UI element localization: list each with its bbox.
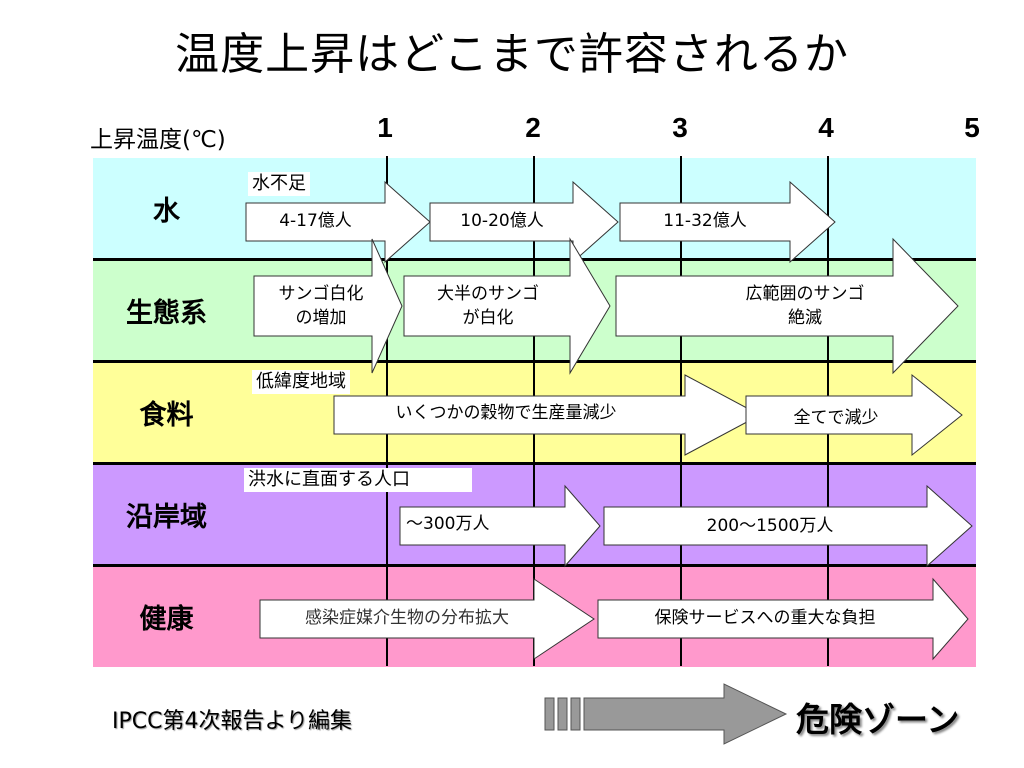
health-arrow-2	[597, 577, 969, 661]
ecosystem-arrow-1	[253, 238, 403, 374]
food-arrow-1	[333, 374, 762, 456]
ecosystem-arrow-1-text: サンゴ白化 の増加	[278, 284, 364, 328]
tick-label-2: 2	[525, 112, 541, 143]
row-label-food: 食料	[93, 362, 240, 463]
water-sublabel: 水不足	[248, 172, 310, 196]
coastal-arrow-1-text: ～300万人	[406, 514, 490, 534]
health-arrow-1	[259, 578, 595, 660]
grid-line-row-2	[93, 360, 976, 363]
food-arrow-1-text: いくつかの穀物で生産量減少	[395, 403, 617, 423]
coastal-arrow-2-text: 200～1500万人	[706, 516, 834, 536]
temperature-axis-label: 上昇温度(℃)	[90, 127, 226, 153]
tick-label-3: 3	[672, 112, 688, 143]
food-arrow-2-text: 全てで減少	[793, 408, 879, 428]
danger-arrow-stub-1	[544, 697, 555, 731]
water-arrow-1	[245, 180, 431, 264]
water-arrow-1-text: 4-17億人	[279, 211, 352, 231]
row-label-water: 水	[93, 158, 240, 259]
source-note: IPCC第4次報告より編集	[112, 709, 353, 734]
danger-arrow-stub-3	[570, 697, 581, 731]
food-sublabel: 低緯度地域	[252, 370, 350, 394]
ecosystem-arrow-2	[403, 237, 611, 375]
row-label-ecosystem: 生態系	[93, 260, 240, 361]
danger-arrow-stub-2	[557, 697, 568, 731]
ecosystem-arrow-3	[615, 237, 959, 375]
grid-line-row-4	[93, 564, 976, 567]
water-arrow-2	[429, 180, 619, 264]
grid-line-row-1	[93, 258, 976, 261]
food-arrow-2	[745, 373, 963, 457]
coastal-sublabel: 洪水に直面する人口	[244, 468, 472, 492]
tick-label-1: 1	[377, 112, 393, 143]
water-arrow-3-text: 11-32億人	[663, 211, 747, 231]
ecosystem-arrow-2-text: 大半のサンゴ が白化	[437, 284, 539, 328]
coastal-arrow-2	[603, 484, 973, 568]
water-arrow-2-text: 10-20億人	[460, 211, 544, 231]
danger-zone-label: 危険ゾーン	[796, 700, 960, 739]
slide-title: 温度上昇はどこまで許容されるか	[175, 29, 849, 80]
ecosystem-arrow-3-text: 広範囲のサンゴ 絶滅	[745, 284, 865, 328]
health-arrow-1-text: 感染症媒介生物の分布拡大	[305, 608, 509, 628]
row-label-health: 健康	[93, 566, 240, 667]
tick-label-5: 5	[964, 112, 980, 143]
tick-label-4: 4	[818, 112, 834, 143]
water-arrow-3	[619, 180, 836, 264]
danger-arrow	[583, 683, 788, 745]
coastal-arrow-1	[399, 484, 601, 568]
health-arrow-2-text: 保険サービスへの重大な負担	[654, 608, 876, 628]
row-label-coastal: 沿岸域	[93, 464, 240, 565]
grid-line-row-3	[93, 462, 976, 465]
